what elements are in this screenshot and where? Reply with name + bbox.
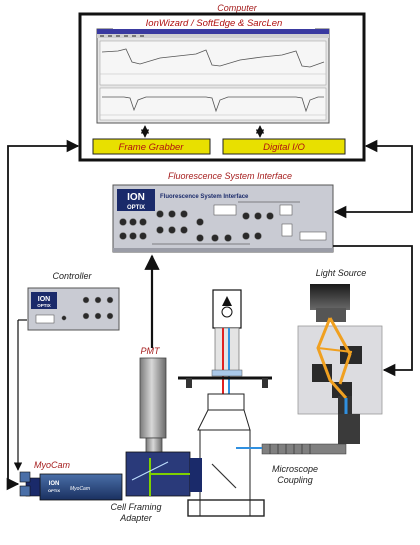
fluorescence-interface-label: Fluorescence System Interface xyxy=(168,171,292,181)
interface-logo-bottom: OPTIX xyxy=(127,205,145,211)
software-title-bg xyxy=(113,18,315,29)
trace-top xyxy=(101,48,325,68)
myocam-logo-top: ION xyxy=(49,481,60,487)
controller-logo-bottom: OPTIX xyxy=(37,303,51,308)
microscope xyxy=(178,289,272,517)
interface-lightsource-link xyxy=(333,245,413,377)
computer-interface-link xyxy=(333,139,413,219)
software-title: IonWizard / SoftEdge & SarcLen xyxy=(146,18,283,29)
myocam-camera: ION OPTIX MyoCam xyxy=(19,471,123,501)
digital-io-label: Digital I/O xyxy=(263,142,305,153)
frame-grabber-label: Frame Grabber xyxy=(119,142,185,153)
interface-panel-title: Fluorescence System Interface xyxy=(160,194,249,200)
cell-framing-label-2: Adapter xyxy=(119,513,153,523)
microscope-coupling-device xyxy=(261,414,360,455)
light-source-label: Light Source xyxy=(316,268,367,278)
fluorescence-interface-device: ION OPTIX Fluorescence System Interface xyxy=(112,184,334,253)
pmt-device xyxy=(139,357,167,459)
cell-framing-label-1: Cell Framing xyxy=(110,502,161,512)
myocam-label: MyoCam xyxy=(34,460,71,470)
computer-camera-link xyxy=(6,139,80,491)
microscope-base xyxy=(187,499,265,517)
controller-label: Controller xyxy=(52,271,92,281)
interface-logo-top: ION xyxy=(127,192,145,203)
software-screen xyxy=(96,28,330,124)
frame-grabber-box xyxy=(92,138,211,155)
myocam-logo-bottom: OPTIX xyxy=(48,488,60,493)
microscope-coupling-label-2: Coupling xyxy=(277,475,313,485)
controller-device: ION OPTIX xyxy=(27,287,120,331)
trace-bottom xyxy=(102,96,324,113)
microscope-coupling-label-1: Microscope xyxy=(272,464,318,474)
controller-logo-top: ION xyxy=(38,296,50,303)
computer-label: Computer xyxy=(217,3,258,13)
myocam-name: MyoCam xyxy=(70,486,90,492)
cell-framing-adapter xyxy=(125,451,202,497)
pmt-label: PMT xyxy=(141,346,162,356)
light-source-device xyxy=(297,284,383,428)
